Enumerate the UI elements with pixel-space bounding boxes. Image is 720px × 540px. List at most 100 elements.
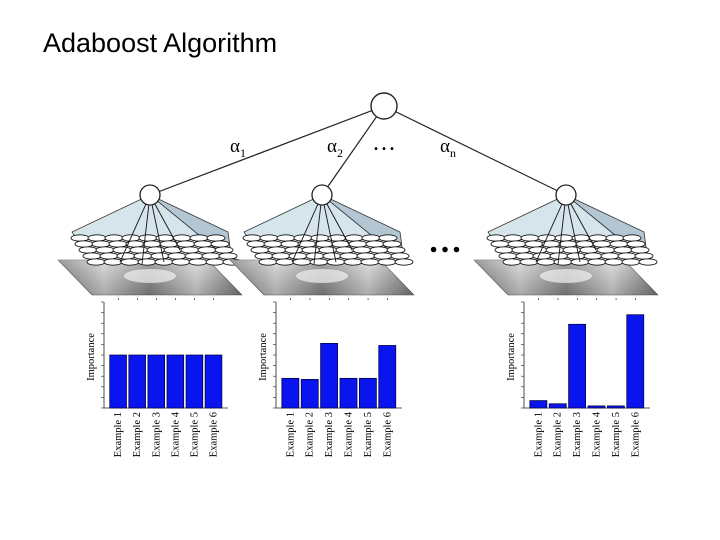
input-unit	[394, 258, 414, 266]
weight-labels: α1 α2 … αn	[230, 130, 456, 160]
connection-line	[141, 194, 151, 265]
input-unit	[630, 246, 650, 254]
weak-classifiers	[57, 184, 659, 296]
x-tick-label: Example 6	[630, 412, 641, 457]
input-unit	[301, 246, 321, 254]
input-unit	[553, 258, 573, 266]
input-unit	[108, 240, 128, 248]
input-unit	[490, 240, 510, 248]
connection-line	[557, 194, 567, 265]
bar-example-5	[607, 405, 625, 409]
bar-example-3	[147, 354, 166, 409]
input-unit	[605, 234, 625, 242]
input-unit	[189, 234, 209, 242]
input-unit	[95, 246, 115, 254]
input-unit	[609, 240, 629, 248]
input-unit	[218, 252, 238, 260]
bar-example-6	[378, 345, 397, 409]
slide-title: Adaboost Algorithm	[43, 28, 278, 58]
input-unit	[242, 234, 262, 242]
alpha-2-label: α2	[327, 136, 343, 160]
input-unit	[356, 252, 376, 260]
input-unit	[87, 234, 107, 242]
input-unit	[137, 258, 157, 266]
input-unit	[528, 246, 548, 254]
input-unit	[205, 258, 225, 266]
input-unit	[163, 246, 183, 254]
bar-example-2	[128, 354, 146, 409]
input-unit	[309, 258, 329, 266]
ellipsis-top: …	[372, 130, 396, 156]
input-unit	[511, 246, 531, 254]
input-unit	[532, 252, 552, 260]
connection-line	[149, 194, 165, 263]
input-unit	[116, 252, 136, 260]
input-unit	[167, 252, 187, 260]
input-unit	[322, 252, 342, 260]
weak-classifier-3	[473, 184, 659, 296]
input-unit	[554, 234, 574, 242]
image-highlight	[124, 269, 176, 283]
input-unit	[259, 234, 279, 242]
input-unit	[352, 246, 372, 254]
x-tick-label: Example 1	[285, 412, 296, 457]
input-unit	[360, 258, 380, 266]
input-unit	[99, 252, 119, 260]
edge-alpha-1	[149, 105, 385, 196]
input-unit	[193, 240, 213, 248]
input-unit	[583, 252, 603, 260]
x-tick-label: Example 3	[151, 412, 162, 457]
bar-example-3	[568, 323, 586, 409]
input-unit	[502, 258, 522, 266]
input-unit	[524, 240, 544, 248]
input-unit	[142, 240, 162, 248]
connection-line	[321, 194, 337, 263]
weak-classifier-node	[555, 184, 577, 206]
input-unit	[613, 246, 633, 254]
y-axis-label: Importance	[506, 333, 517, 381]
y-axis-label: Importance	[258, 333, 269, 381]
input-unit	[386, 246, 406, 254]
connection-line	[535, 194, 567, 263]
alpha-1-label: α1	[230, 136, 246, 160]
x-tick-label: Example 2	[553, 412, 564, 457]
input-unit	[377, 258, 397, 266]
input-unit	[344, 234, 364, 242]
input-unit	[515, 252, 535, 260]
x-tick-label: Example 3	[572, 412, 583, 457]
bar-example-5	[359, 377, 377, 409]
input-unit	[361, 234, 381, 242]
input-unit	[566, 252, 586, 260]
connection-line	[565, 194, 581, 263]
ellipsis-middle: …	[428, 223, 462, 260]
input-unit	[486, 234, 506, 242]
input-unit	[365, 240, 385, 248]
connection-line	[119, 194, 151, 263]
input-unit	[129, 246, 149, 254]
input-unit	[120, 258, 140, 266]
bar-example-4	[166, 354, 185, 409]
input-unit	[520, 234, 540, 242]
x-tick-label: Example 1	[113, 412, 124, 457]
x-tick-label: Example 5	[189, 412, 200, 457]
input-unit	[284, 246, 304, 254]
input-unit	[210, 240, 230, 248]
input-unit	[176, 240, 196, 248]
bar-example-2	[300, 379, 319, 409]
x-tick-label: Example 2	[132, 412, 143, 457]
input-unit	[558, 240, 578, 248]
input-unit	[343, 258, 363, 266]
input-unit	[626, 240, 646, 248]
input-unit	[596, 246, 616, 254]
input-unit	[246, 240, 266, 248]
bar-example-3	[320, 342, 338, 409]
input-unit	[373, 252, 393, 260]
image-highlight	[296, 269, 348, 283]
input-unit	[172, 234, 192, 242]
input-unit	[587, 258, 607, 266]
input-unit	[604, 258, 624, 266]
connection-line	[313, 194, 323, 265]
input-unit	[263, 240, 283, 248]
